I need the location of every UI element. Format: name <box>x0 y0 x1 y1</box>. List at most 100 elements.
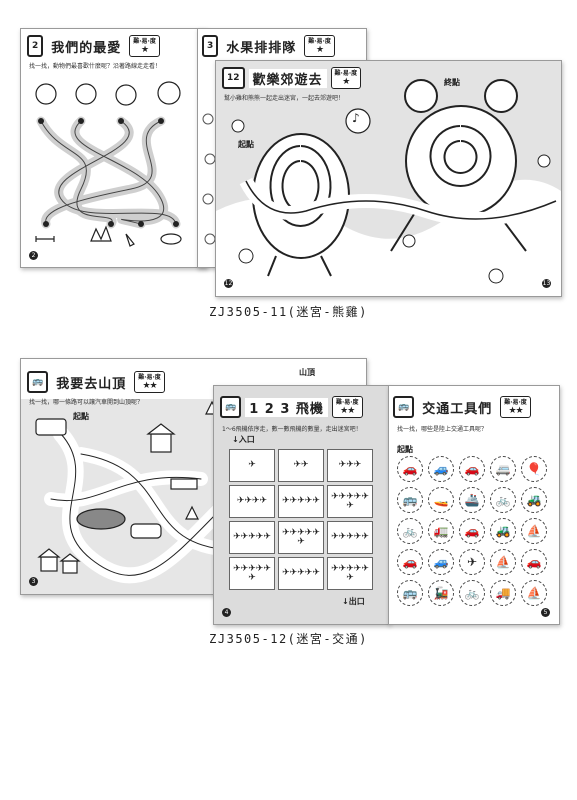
vehicle-cell: 🚌 <box>397 487 423 513</box>
airplane-cell: ✈✈✈✈✈ <box>278 485 324 518</box>
product-caption: ZJ3505-11(迷宮-熊雞) <box>209 305 368 319</box>
airplane-icon: ✈ <box>353 491 362 502</box>
page-our-favorites: 2 我們的最愛 難·易·度 ★ 找一找，動物們最喜歡什麼呢？沿著路線走走看！ <box>20 28 207 268</box>
airplane-icon: ✈ <box>346 460 354 470</box>
airplane-icon: ✈ <box>252 496 260 506</box>
airplane-cell: ✈✈ <box>278 449 324 482</box>
entry-label: ↓入口 <box>232 435 255 444</box>
vehicle-cell: 🚲 <box>490 487 516 513</box>
airplane-cell: ✈✈✈✈✈✈ <box>278 521 324 554</box>
airplane-icon: ✈ <box>346 532 354 542</box>
product-caption: ZJ3505-12(迷宮-交通) <box>209 632 368 646</box>
airplane-icon: ✈ <box>361 491 369 502</box>
vehicle-cell: 🚗 <box>459 456 485 482</box>
airplane-icon: ✈ <box>248 572 256 583</box>
airplane-icon: ✈ <box>233 563 241 574</box>
page-123-airplanes: 🚌 1 2 3 飛機 難·易·度 ★★ 1～6飛機依序走，數一數飛機的數量，走出… <box>213 385 390 625</box>
page-happy-picnic: 12 歡樂郊遊去 難·易·度 ★ 幫小雞和熊熊一起走出迷宮，一起去郊遊吧！ ♪ … <box>215 60 562 297</box>
airplane-icon: ✈ <box>244 496 252 506</box>
difficulty-label: 難·易·度 <box>133 38 156 45</box>
difficulty-label: 難·易·度 <box>335 399 359 406</box>
page-title-bar: 3 水果排排隊 難·易·度 ★ <box>202 35 335 57</box>
star-icon: ★★ <box>340 406 355 416</box>
airplane-icon: ✈ <box>338 532 347 542</box>
airplane-icon: ✈ <box>346 500 354 511</box>
vehicle-cell: ⛵ <box>521 580 547 606</box>
exit-label: ↓出口 <box>342 597 365 606</box>
page-title-bar: 12 歡樂郊遊去 難·易·度 ★ <box>222 67 362 89</box>
vehicle-cell: 🚙 <box>428 456 454 482</box>
airplane-icon: ✈ <box>289 496 298 506</box>
page-badge: 2 <box>27 35 44 57</box>
page-transport-vehicles: 🚌 交通工具們 難·易·度 ★★ 找一找，哪些是陸上交通工具呢？ 起點 🚗🚙🚗🚐… <box>388 385 560 625</box>
vehicle-cell: 🚗 <box>521 549 547 575</box>
airplane-icon: ✈ <box>255 563 264 574</box>
difficulty-box: 難·易·度 ★★ <box>331 396 363 418</box>
airplane-icon: ✈ <box>240 563 249 574</box>
instruction-text: 幫小雞和熊熊一起走出迷宮，一起去郊遊吧！ <box>224 95 345 102</box>
instruction-text: 找一找，哪一條路可以讓汽車開到山頂呢？ <box>29 399 144 406</box>
airplane-icon: ✈ <box>236 496 245 506</box>
page-title: 1 2 3 飛機 <box>245 397 328 417</box>
difficulty-label: 難·易·度 <box>138 374 161 381</box>
vehicle-cell: 🚲 <box>459 580 485 606</box>
page-title: 我們的最愛 <box>47 36 126 56</box>
vehicle-cell: 🚚 <box>490 580 516 606</box>
airplane-icon: ✈ <box>312 568 320 578</box>
vehicle-cell: 🚛 <box>428 518 454 544</box>
difficulty-label: 難·易·度 <box>334 70 358 77</box>
airplane-icon: ✈ <box>304 527 313 538</box>
page-badge: 12 <box>222 67 245 89</box>
airplane-icon: ✈ <box>301 460 309 470</box>
airplane-icon: ✈ <box>255 532 264 542</box>
airplane-icon: ✈ <box>248 460 256 470</box>
vehicle-cell: 🚗 <box>459 518 485 544</box>
star-icon: ★★ <box>508 406 523 416</box>
airplane-cell: ✈✈✈✈✈ <box>278 557 324 590</box>
airplane-icon: ✈ <box>297 527 305 538</box>
car-icon: 🚌 <box>393 396 415 418</box>
airplane-icon: ✈ <box>338 491 347 502</box>
page-number: 2 <box>29 251 38 260</box>
airplane-cell: ✈✈✈✈✈✈ <box>229 557 275 590</box>
vehicle-cell: 🚜 <box>490 518 516 544</box>
airplane-cell: ✈✈✈✈ <box>229 485 275 518</box>
airplane-icon: ✈ <box>297 496 305 506</box>
picnic-background <box>216 61 561 296</box>
airplane-cell: ✈✈✈✈✈✈ <box>327 557 373 590</box>
start-label: 起點 <box>397 445 413 454</box>
vehicle-cell: 🚐 <box>490 456 516 482</box>
airplane-icon: ✈ <box>259 496 268 506</box>
difficulty-box: 難·易·度 ★ <box>129 35 160 57</box>
vehicle-cell: ⛵ <box>521 518 547 544</box>
airplane-icon: ✈ <box>248 532 256 542</box>
airplane-icon: ✈ <box>331 491 339 502</box>
page-number: 5 <box>541 608 550 617</box>
difficulty-box: 難·易·度 ★★ <box>500 396 531 418</box>
airplane-icon: ✈ <box>331 532 339 542</box>
page-title-bar: 2 我們的最愛 難·易·度 ★ <box>27 35 160 57</box>
summit-label: 山頂 <box>299 368 315 377</box>
airplane-icon: 🚌 <box>220 396 242 418</box>
instruction-text: 1～6飛機依序走，數一數飛機的數量，走出迷宮吧！ <box>222 426 362 433</box>
page-title: 交通工具們 <box>418 397 497 417</box>
music-note-icon: ♪ <box>352 111 360 125</box>
airplane-icon: ✈ <box>338 563 347 574</box>
airplane-icon: ✈ <box>289 527 298 538</box>
airplane-icon: ✈ <box>293 460 301 470</box>
page-title: 水果排排隊 <box>222 36 301 56</box>
airplane-icon: ✈ <box>361 532 369 542</box>
vehicle-cell: 🚌 <box>397 580 423 606</box>
vehicle-cell: 🚜 <box>521 487 547 513</box>
airplane-icon: ✈ <box>331 563 339 574</box>
star-icon: ★ <box>342 77 350 87</box>
airplane-cell: ✈✈✈✈✈ <box>327 521 373 554</box>
vehicle-cell: 🚤 <box>428 487 454 513</box>
page-title-bar: 🚌 我要去山頂 難·易·度 ★★ <box>27 371 165 393</box>
start-label: 起點 <box>238 140 254 149</box>
page-title-bar: 🚌 1 2 3 飛機 難·易·度 ★★ <box>220 396 363 418</box>
page-number-right: 13 <box>542 279 551 288</box>
airplane-icon: ✈ <box>304 568 313 578</box>
page-badge: 3 <box>202 35 219 57</box>
airplane-icon: ✈ <box>240 532 249 542</box>
